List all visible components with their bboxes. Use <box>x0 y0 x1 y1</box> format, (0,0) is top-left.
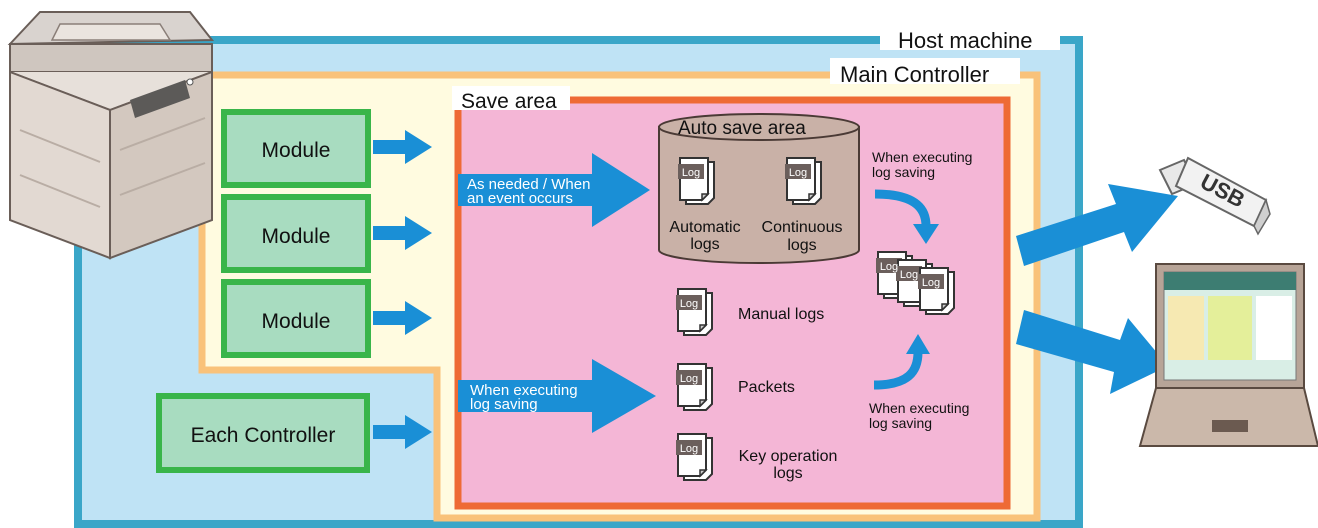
manual-log-icon <box>675 288 713 336</box>
log-tag-collected-2: Log <box>900 269 918 281</box>
bottom-exec-label-line1: When executing <box>869 400 969 416</box>
key-operation-logs-line1: Key operation <box>739 448 838 465</box>
bottom-exec-label-line2: log saving <box>869 415 932 431</box>
manual-logs-label: Manual logs <box>738 306 824 323</box>
event-arrow-label-line2: an event occurs <box>467 190 573 207</box>
packets-label: Packets <box>738 379 795 396</box>
each-controller-label: Each Controller <box>191 424 336 447</box>
exec-arrow <box>458 359 656 433</box>
output-arrow-pc <box>1016 310 1168 394</box>
usb-drive-icon <box>1158 156 1271 236</box>
automatic-logs-line2: logs <box>690 236 719 253</box>
continuous-logs-line1: Continuous <box>762 219 843 236</box>
key-operation-log-icon <box>675 433 713 481</box>
automatic-logs-line1: Automatic <box>669 219 740 236</box>
module-label-2: Module <box>262 225 331 248</box>
log-tag-collected-1: Log <box>880 261 898 273</box>
auto-save-area-label: Auto save area <box>678 118 806 139</box>
log-tag-packets: Log <box>680 373 698 385</box>
output-arrow-usb <box>1016 184 1178 266</box>
continuous-log-icon <box>784 157 822 205</box>
laptop-icon <box>1138 263 1318 447</box>
key-operation-logs-line2: logs <box>773 465 802 482</box>
module-box-3 <box>221 279 371 358</box>
exec-arrow-label-line2: log saving <box>470 396 538 413</box>
controller-arrow <box>373 415 432 449</box>
bottom-exec-curve-arrow <box>873 351 923 390</box>
host-machine-label: Host machine <box>898 28 1033 53</box>
auto-exec-curve-arrow <box>874 189 931 227</box>
module-arrow-1 <box>373 130 432 164</box>
log-tag-automatic: Log <box>682 167 700 179</box>
packets-log-icon <box>675 363 713 411</box>
printer-icon <box>7 11 215 260</box>
module-box-1 <box>221 109 371 188</box>
automatic-log-icon <box>677 157 715 205</box>
continuous-logs-line2: logs <box>787 237 816 254</box>
log-tag-key-operation: Log <box>680 443 698 455</box>
exec-arrow-label-line1: When executing <box>470 382 578 399</box>
save-area-label: Save area <box>461 90 557 113</box>
each-controller-box <box>156 393 370 473</box>
module-label-3: Module <box>262 310 331 333</box>
event-arrow <box>458 153 650 227</box>
auto-exec-label-line1: When executing <box>872 149 972 165</box>
event-arrow-label-line1: As needed / When <box>467 176 590 193</box>
module-arrow-3 <box>373 301 432 335</box>
log-tag-continuous: Log <box>789 167 807 179</box>
auto-exec-label-line2: log saving <box>872 164 935 180</box>
module-box-2 <box>221 194 371 273</box>
log-tag-collected-3: Log <box>922 277 940 289</box>
main-controller-label: Main Controller <box>840 62 989 87</box>
log-tag-manual: Log <box>680 298 698 310</box>
module-arrow-2 <box>373 216 432 250</box>
module-label-1: Module <box>262 139 331 162</box>
